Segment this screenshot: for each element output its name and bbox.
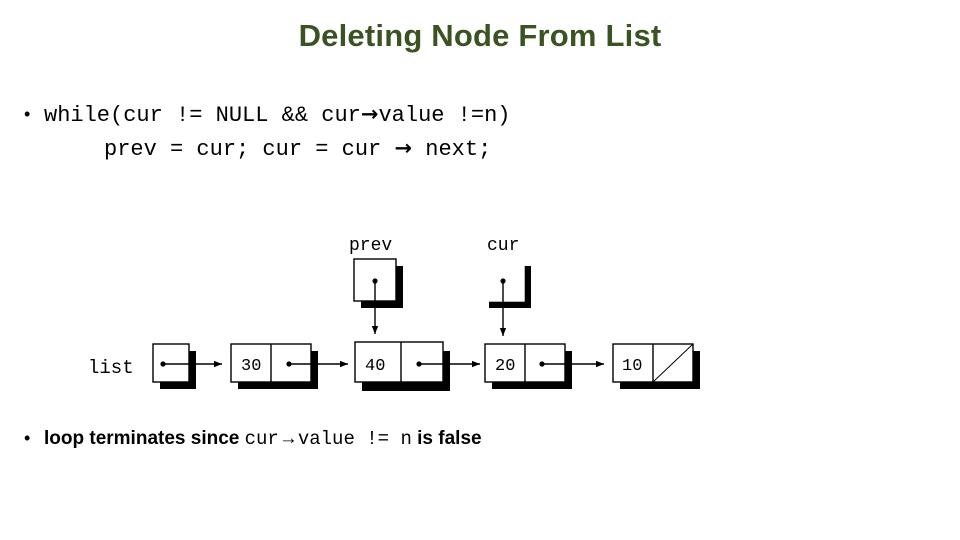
node-20-next-dot	[539, 361, 545, 367]
node-20	[484, 343, 566, 383]
code-line-1-post: value !=n)	[378, 103, 511, 128]
list-pointer-dot	[160, 361, 166, 367]
list-pointer-box-shadow	[160, 351, 196, 389]
node-30-next-dot	[286, 361, 292, 367]
node-40-next-dot	[416, 361, 422, 367]
bottom-code-cur: cur	[244, 428, 279, 450]
code-line-2-pre: prev = cur; cur = cur	[104, 137, 395, 162]
node-40-value: 40	[365, 357, 385, 376]
cur-pointer-dot	[500, 278, 506, 284]
node-10-shadow	[620, 351, 700, 389]
code-line-1: while(cur != NULL && cur→value !=n)	[44, 98, 511, 132]
prev-label: prev	[349, 236, 392, 256]
node-30-shadow	[238, 351, 318, 389]
node-40	[354, 341, 444, 383]
node-20-value: 20	[495, 357, 515, 376]
bottom-bullet-text: loop terminates since cur→value != n is …	[44, 425, 482, 453]
arrow-right-icon: →	[360, 102, 379, 126]
bottom-text-part2: is false	[411, 428, 482, 449]
node-30	[230, 343, 312, 383]
list-label: list	[88, 357, 134, 379]
code-line-1-pre: while(cur != NULL && cur	[44, 103, 361, 128]
node-40-shadow	[362, 351, 450, 391]
cur-label: cur	[487, 236, 519, 256]
cur-box	[481, 258, 525, 302]
code-line-2-row: prev = cur; cur = cur → next;	[104, 132, 724, 166]
prev-box-shadow	[361, 266, 403, 308]
node-30-value: 30	[241, 357, 261, 376]
cur-box-shadow	[489, 266, 531, 308]
bullet-marker-icon: •	[24, 428, 31, 448]
code-line-1-row: • while(cur != NULL && cur→value !=n)	[24, 98, 724, 132]
prev-pointer-dot	[372, 278, 378, 284]
arrow-right-icon: →	[394, 136, 413, 160]
code-bullet-block: • while(cur != NULL && cur→value !=n) pr…	[24, 98, 724, 166]
node-10-value: 10	[622, 357, 642, 376]
arrow-right-icon: →	[278, 428, 298, 449]
node-10	[612, 343, 694, 383]
prev-box	[353, 258, 397, 302]
node-20-shadow	[492, 351, 572, 389]
code-line-2-post: next;	[412, 137, 492, 162]
bottom-code-value-cmp: value != n	[297, 428, 412, 450]
bullet-marker-icon: •	[24, 104, 31, 124]
list-pointer-box	[152, 343, 190, 383]
null-slash-icon	[652, 343, 694, 383]
page-title: Deleting Node From List	[298, 18, 662, 53]
bottom-text-part1: loop terminates since	[44, 428, 245, 449]
bottom-bullet-block: • loop terminates since cur→value != n i…	[24, 424, 482, 453]
